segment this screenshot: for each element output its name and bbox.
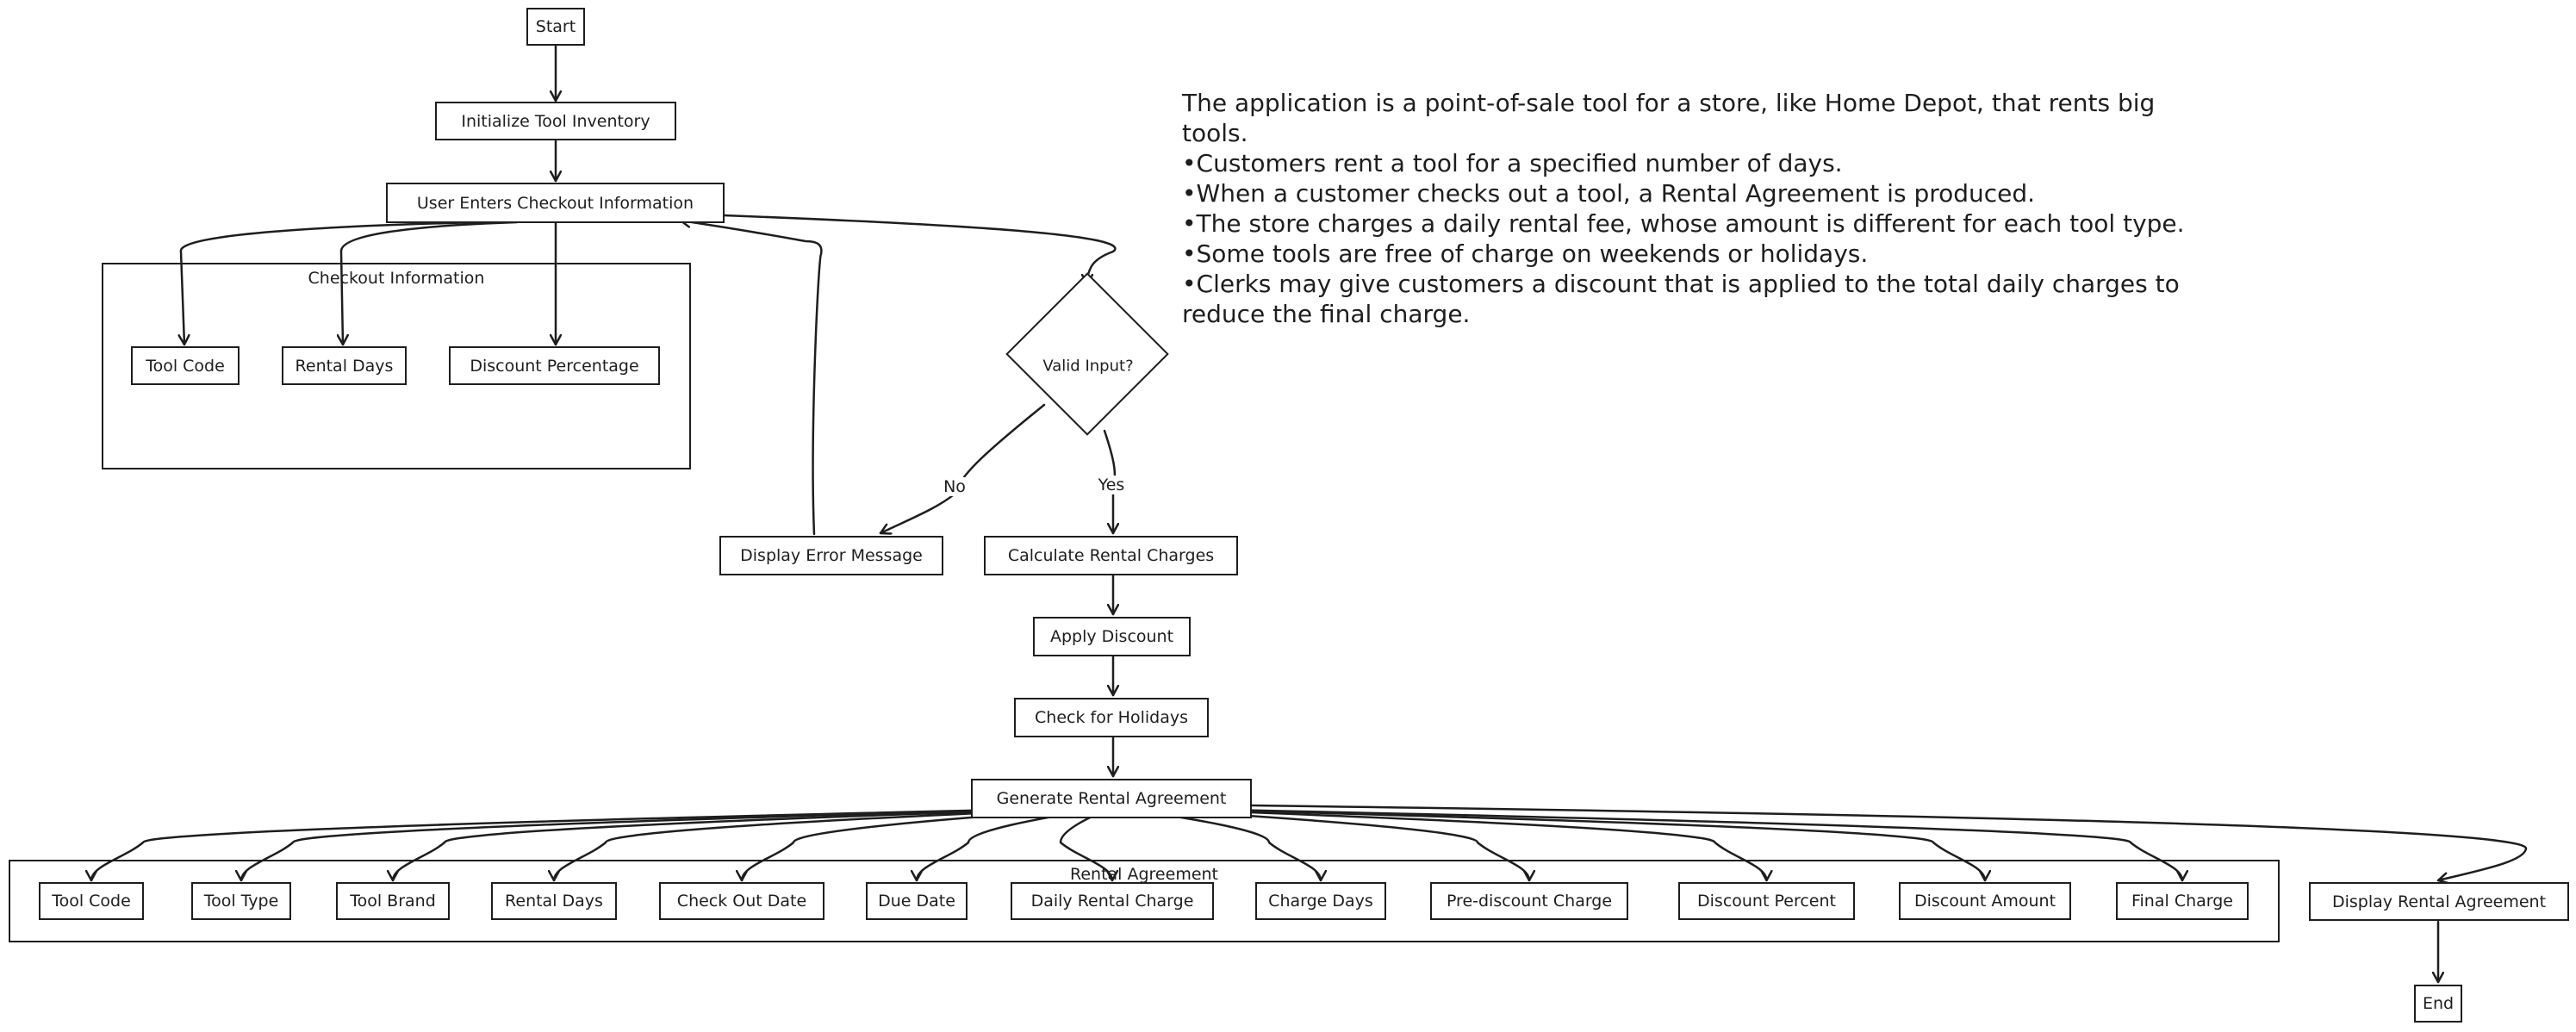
agreement-item: Final Charge xyxy=(2116,882,2249,920)
agreement-item: Check Out Date xyxy=(659,882,824,920)
edge-label-yes: Yes xyxy=(1095,476,1128,494)
description-bullets: Customers rent a tool for a specified nu… xyxy=(1182,148,2216,329)
agreement-item: Charge Days xyxy=(1255,882,1386,920)
edge-generate-agreement-item xyxy=(1136,806,1985,882)
agreement-item: Tool Type xyxy=(191,882,291,920)
edge-generate-agreement-item xyxy=(554,806,1096,882)
description-bullet: The store charges a daily rental fee, wh… xyxy=(1182,208,2216,239)
edge-label-no: No xyxy=(941,477,968,496)
initialize-inventory-node: Initialize Tool Inventory xyxy=(435,102,676,140)
agreement-item: Tool Code xyxy=(39,882,144,920)
rental-agreement-group xyxy=(9,860,2280,942)
enter-checkout-node: User Enters Checkout Information xyxy=(386,183,725,223)
generate-agreement-node: Generate Rental Agreement xyxy=(971,779,1252,818)
checkout-rental-days: Rental Days xyxy=(282,346,407,385)
edge-enter-rentaldays xyxy=(341,221,519,346)
agreement-item: Pre-discount Charge xyxy=(1430,882,1628,920)
description-bullet: Clerks may give customers a discount tha… xyxy=(1182,269,2216,329)
agreement-item: Due Date xyxy=(866,882,968,920)
end-node: End xyxy=(2414,985,2462,1023)
calculate-charges-node: Calculate Rental Charges xyxy=(984,536,1238,575)
checkout-tool-code: Tool Code xyxy=(131,346,240,385)
agreement-item: Tool Brand xyxy=(336,882,450,920)
start-node: Start xyxy=(526,8,585,46)
agreement-item: Discount Percent xyxy=(1678,882,1855,920)
description-bullet: Customers rent a tool for a specified nu… xyxy=(1182,148,2216,178)
edge-valid-error xyxy=(879,403,1046,533)
requirements-description: The application is a point-of-sale tool … xyxy=(1182,88,2216,329)
edge-generate-agreement-item xyxy=(393,806,1092,882)
description-intro: The application is a point-of-sale tool … xyxy=(1182,89,2156,147)
edge-error-enter xyxy=(679,221,823,536)
display-agreement-node: Display Rental Agreement xyxy=(2309,882,2569,921)
agreement-item: Rental Days xyxy=(491,882,617,920)
edge-generate-agreement-item xyxy=(241,806,1086,882)
rental-agreement-title: Rental Agreement xyxy=(1069,865,1219,884)
edge-enter-toolcode xyxy=(181,221,484,346)
edge-generate-agreement-item xyxy=(1142,806,2182,882)
apply-discount-node: Apply Discount xyxy=(1033,617,1191,656)
edge-generate-display xyxy=(1250,804,2528,880)
display-error-node: Display Error Message xyxy=(719,536,943,575)
edge-generate-agreement-item xyxy=(1059,806,1112,882)
valid-input-label: Valid Input? xyxy=(1042,357,1134,376)
agreement-item: Discount Amount xyxy=(1899,882,2071,920)
edge-generate-agreement-item xyxy=(91,806,1082,882)
description-bullet: When a customer checks out a tool, a Ren… xyxy=(1182,178,2216,208)
checkout-discount-percentage: Discount Percentage xyxy=(449,346,660,385)
checkout-info-title: Checkout Information xyxy=(308,269,485,288)
edge-generate-agreement-item xyxy=(1129,806,1767,882)
agreement-item: Daily Rental Charge xyxy=(1011,882,1214,920)
check-holidays-node: Check for Holidays xyxy=(1014,698,1209,737)
edge-enter-valid xyxy=(722,214,1117,286)
description-bullet: Some tools are free of charge on weekend… xyxy=(1182,239,2216,269)
checkout-info-group xyxy=(102,263,691,469)
